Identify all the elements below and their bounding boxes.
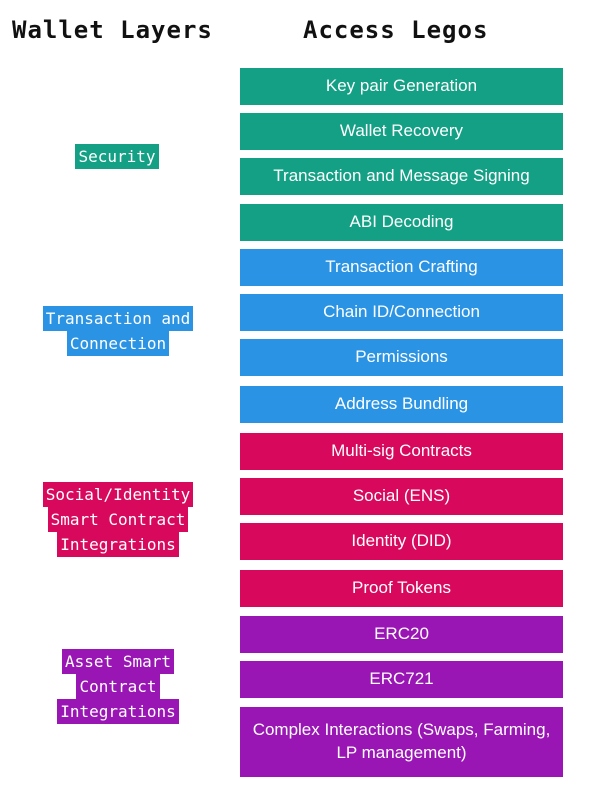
layer-label-line: Security	[75, 144, 159, 169]
layer-label-line: Connection	[66, 331, 170, 356]
lego-block: Key pair Generation	[240, 68, 563, 105]
lego-block: Complex Interactions (Swaps, Farming, LP…	[240, 707, 563, 777]
lego-block: Permissions	[240, 339, 563, 376]
lego-block: Address Bundling	[240, 386, 563, 423]
layer-label-line: Integrations	[57, 699, 179, 724]
lego-block: Chain ID/Connection	[240, 294, 563, 331]
layer-label-line: Smart Contract	[47, 507, 189, 532]
layer-label-line: Transaction and	[42, 306, 194, 331]
lego-block: Wallet Recovery	[240, 113, 563, 150]
lego-block: ERC20	[240, 616, 563, 653]
lego-block: ABI Decoding	[240, 204, 563, 241]
lego-block: Proof Tokens	[240, 570, 563, 607]
access-legos-heading: Access Legos	[303, 16, 489, 44]
lego-block: Identity (DID)	[240, 523, 563, 560]
lego-block: Multi-sig Contracts	[240, 433, 563, 470]
layer-label-line: Integrations	[57, 532, 179, 557]
layer-label-line: Asset Smart	[62, 649, 174, 674]
layer-label-line: Social/Identity	[42, 482, 194, 507]
layer-label-line: Contract	[76, 674, 160, 699]
layer-label: Security	[17, 144, 217, 169]
lego-block: Social (ENS)	[240, 478, 563, 515]
lego-block: Transaction and Message Signing	[240, 158, 563, 195]
lego-block: Transaction Crafting	[240, 249, 563, 286]
wallet-layers-heading: Wallet Layers	[12, 16, 213, 44]
lego-block: ERC721	[240, 661, 563, 698]
